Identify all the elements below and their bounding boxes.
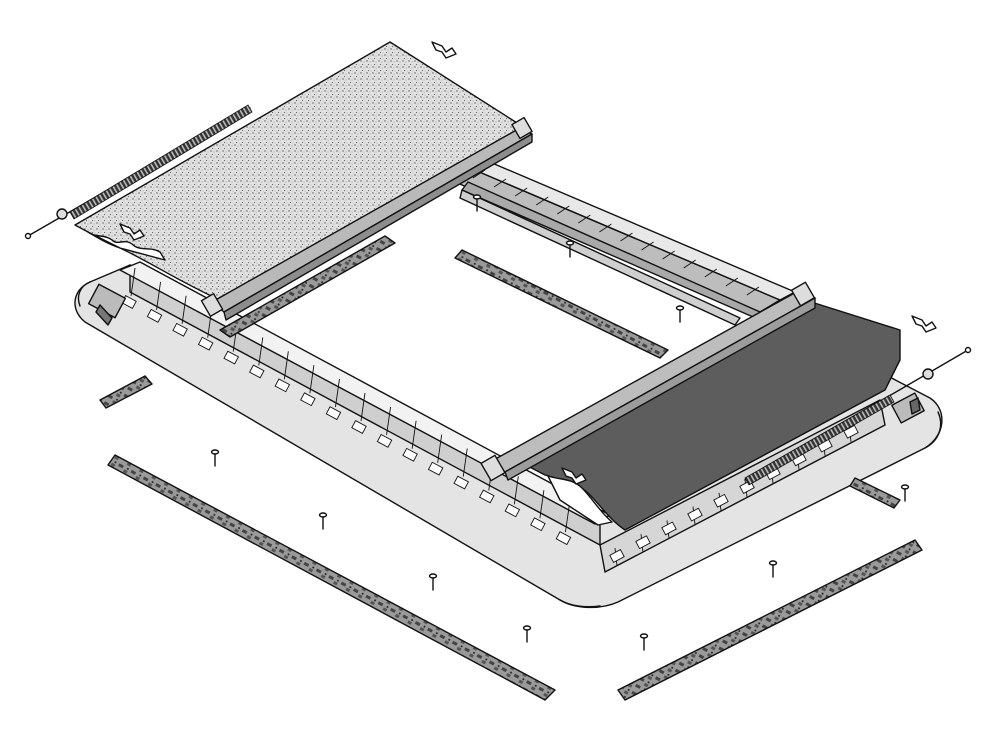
spring-rod-coil-left <box>69 104 253 220</box>
clip-top <box>431 41 457 59</box>
frame-bay-divider <box>181 295 187 324</box>
spring-rod-right <box>744 346 972 486</box>
rail-rib <box>472 169 486 179</box>
spring-rod-left <box>24 104 253 240</box>
screw-icon <box>472 194 482 212</box>
frame-bay-divider <box>462 448 468 477</box>
screw-icon <box>900 484 910 502</box>
frame-bay-divider <box>309 365 315 394</box>
frame-bay-divider <box>437 434 443 463</box>
frame-base <box>74 264 943 609</box>
frame-front-bays <box>609 423 859 567</box>
gasket-strip-left-small <box>99 375 153 409</box>
rail-rib <box>557 205 570 215</box>
rail-rib <box>746 286 760 296</box>
clip-right <box>911 315 937 333</box>
frame-bay-pocket <box>223 350 240 365</box>
rail-rib <box>641 241 654 251</box>
frame-bay-pocket <box>427 461 444 476</box>
rail-rib <box>620 232 633 242</box>
frame-bay-divider <box>130 267 136 297</box>
frame-bay-pocket <box>376 433 393 448</box>
frame-left-bays <box>121 267 572 546</box>
rail-rib <box>535 196 549 206</box>
clip-left <box>119 223 145 241</box>
gasket-strip-upper-left <box>219 235 396 338</box>
frame-bay-pocket <box>530 517 546 532</box>
frame-corner-left <box>77 281 91 307</box>
insect-screen-blind <box>74 41 533 321</box>
corner-mechanism-left <box>87 283 127 326</box>
rail-rib <box>599 223 612 233</box>
rail-rib <box>704 268 718 278</box>
rail-rib <box>662 250 675 260</box>
frame-bay-pocket <box>197 336 214 351</box>
gasket-strip-bottom-right <box>617 539 923 701</box>
screw-icon <box>522 625 532 643</box>
frame-bay-divider <box>564 504 570 533</box>
frame-bay-divider <box>513 476 519 505</box>
screw-icon <box>675 305 685 323</box>
gasket-strip-right-small <box>849 477 901 509</box>
screw-icon <box>318 512 328 530</box>
frame-corner-front <box>559 599 601 608</box>
frame-corner-right <box>924 411 942 449</box>
frame-bay-pocket <box>325 406 342 421</box>
frame-bay-pocket <box>274 378 291 393</box>
corner-mechanism-right <box>891 392 925 424</box>
frame-bay-divider <box>386 406 392 435</box>
inner-rail-left <box>459 181 761 326</box>
screw-icon <box>565 240 575 258</box>
frame-bay-pocket <box>661 521 677 536</box>
rail-rib <box>514 187 528 197</box>
frame-bay-divider <box>539 490 545 519</box>
clip-middle <box>561 467 587 485</box>
frame-bay-pocket <box>687 507 703 522</box>
spring-rod-coil-right <box>744 394 895 486</box>
back-rail-ribs <box>472 169 760 296</box>
frame-bay-pocket <box>351 420 367 434</box>
frame-bay-pocket <box>300 392 316 407</box>
frame-bay-pocket <box>555 531 572 546</box>
frame-bay-divider <box>283 351 289 380</box>
frame-bay-divider <box>334 379 340 408</box>
rail-rib <box>493 178 507 188</box>
rail-rib <box>683 259 696 269</box>
frame-bay-pocket <box>248 364 265 379</box>
frame-bay-pocket <box>478 489 495 504</box>
frame-bay-pocket <box>172 322 188 337</box>
frame-bay-pocket <box>635 535 651 550</box>
rail-rib <box>578 214 591 224</box>
frame-bay-pocket <box>843 424 859 439</box>
blackout-blind <box>480 281 901 531</box>
gasket-strip-inner <box>454 249 669 359</box>
frame-bay-pocket <box>146 308 163 323</box>
back-rail-upper <box>454 159 796 313</box>
frame-bay-divider <box>258 337 264 366</box>
frame-bay-divider <box>411 420 417 449</box>
screw-icon <box>639 633 649 651</box>
frame-bay-pocket <box>453 475 470 490</box>
frame-bay-pocket <box>402 447 418 462</box>
screw-icon <box>210 449 220 467</box>
screw-icon <box>428 573 438 591</box>
screw-group <box>210 194 910 651</box>
rail-rib <box>725 277 739 287</box>
frame-bay-divider <box>156 281 162 310</box>
gasket-strip-bottom-long <box>107 454 556 701</box>
frame-bay-pocket <box>504 503 521 518</box>
frame-bay-pocket <box>609 549 625 563</box>
frame-bay-divider <box>360 392 366 422</box>
frame-bay-pocket <box>713 493 729 508</box>
screw-icon <box>768 560 778 578</box>
